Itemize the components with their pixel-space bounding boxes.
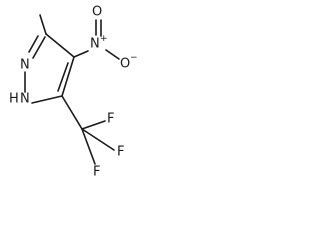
charge-nitro-o-minus: −: [130, 53, 138, 63]
bond-methyl-c3: [39, 14, 47, 35]
bond-cf3-f-top: [81, 120, 106, 130]
charge-nitro-plus: +: [100, 34, 108, 44]
atom-n1-hydrogen: H: [9, 92, 19, 107]
bonds: [24, 14, 120, 165]
bond-c3-n2: [32, 36, 46, 59]
bond-c4-c5: [61, 56, 75, 97]
bond-cf3-f-bottom: [81, 128, 96, 165]
bond-c4-c5-second: [57, 62, 69, 92]
atom-f-right: F: [117, 145, 124, 160]
atom-nitro-o-top: O: [92, 5, 102, 20]
atom-n2: N: [20, 58, 30, 73]
bond-c3-c4: [45, 33, 75, 58]
bond-c5-cf3: [61, 95, 83, 130]
bond-nitro-o-minus: [105, 49, 120, 60]
atom-nitro-n: N: [90, 37, 100, 52]
bond-n1-c5: [31, 95, 63, 104]
atom-f-top: F: [107, 112, 114, 127]
bond-c4-nitro: [73, 50, 89, 58]
atom-n1: N: [20, 92, 30, 107]
atom-labels: N N H N + O O − F F F: [9, 5, 138, 180]
bond-cf3-f-right: [81, 128, 115, 151]
structure-diagram: N N H N + O O − F F F: [9, 5, 138, 180]
atom-f-bottom: F: [93, 165, 100, 180]
atom-nitro-o-minus: O: [120, 57, 130, 72]
bond-c3-n2-second: [28, 35, 39, 53]
